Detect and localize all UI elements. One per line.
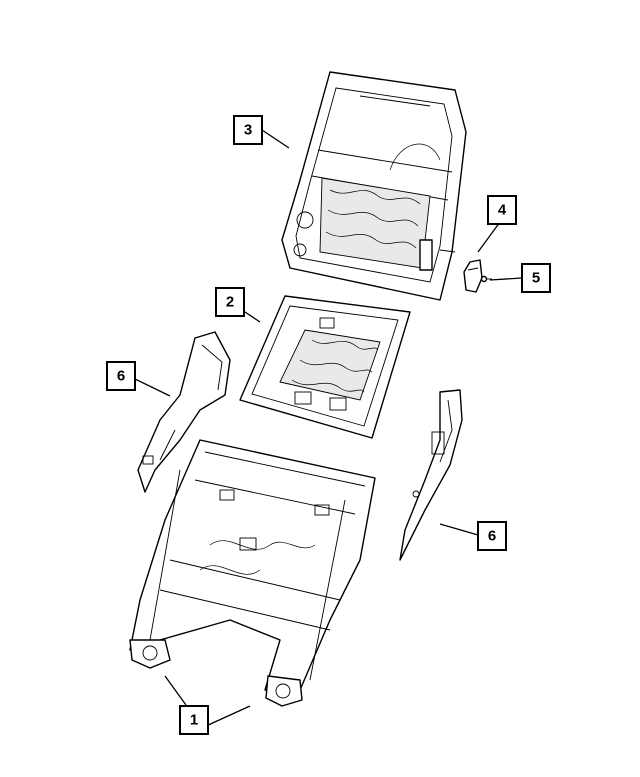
callout-6-right: 6 [477,521,507,551]
callout-4: 4 [487,195,517,225]
callout-5: 5 [521,263,551,293]
leader-3 [261,129,290,149]
svg-text:3: 3 [244,122,252,139]
callout-3: 3 [233,115,263,145]
callout-6-left: 6 [106,361,136,391]
leader-6-right [439,523,479,536]
leader-1-right [205,705,251,727]
right-side-shield [399,389,463,561]
leader-4 [477,221,501,253]
svg-text:4: 4 [498,202,507,219]
callout-1: 1 [179,705,209,735]
left-side-shield [137,331,231,493]
screw [480,275,492,283]
recliner-bracket [463,259,483,293]
svg-text:6: 6 [488,528,496,545]
svg-text:5: 5 [532,270,540,287]
leader-1-left [164,675,187,706]
seat-track-assembly [129,439,376,707]
svg-text:1: 1 [190,712,198,729]
leader-5 [489,277,523,281]
seat-cushion-pan [239,295,411,439]
svg-text:6: 6 [117,368,125,385]
seat-back-frame [281,71,467,301]
leader-6-left [132,377,171,397]
callout-2: 2 [215,287,245,317]
svg-text:2: 2 [226,294,234,311]
